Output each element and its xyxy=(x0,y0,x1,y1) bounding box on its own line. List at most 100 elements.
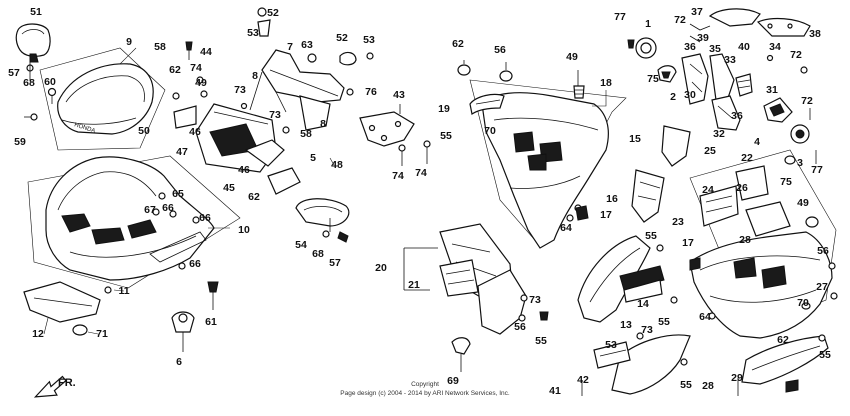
bracket-15-16 xyxy=(575,125,691,223)
part-callout: 56 xyxy=(817,245,829,257)
part-callout: 20 xyxy=(375,262,387,274)
part-callout: 45 xyxy=(223,182,235,194)
part-callout: 75 xyxy=(647,73,659,85)
part-callout: 71 xyxy=(96,328,108,340)
part-callout: 77 xyxy=(614,11,626,23)
part-callout: 67 xyxy=(144,204,156,216)
part-callout: 17 xyxy=(600,209,612,221)
part-callout: 55 xyxy=(819,349,831,361)
part-callout: 21 xyxy=(408,279,420,291)
part-callout: 68 xyxy=(312,248,324,260)
part-callout: 66 xyxy=(199,212,211,224)
part-callout: 56 xyxy=(494,44,506,56)
part-callout: 51 xyxy=(30,6,42,18)
side-piece-20-21 xyxy=(439,223,549,372)
windscreen: HONDA xyxy=(57,63,154,135)
part-callout: 40 xyxy=(738,41,750,53)
part-callout: 69 xyxy=(447,375,459,387)
part-callout: 74 xyxy=(415,167,427,179)
part-callout: 57 xyxy=(8,67,20,79)
windscreen-outline xyxy=(39,47,166,151)
part-callout: 3 xyxy=(797,157,803,169)
part-callout: 14 xyxy=(637,298,649,310)
part-callout: 12 xyxy=(32,328,44,340)
upper-cowl xyxy=(45,156,215,281)
part-callout: 50 xyxy=(138,125,150,137)
part-callout: 74 xyxy=(190,62,202,74)
part-callout: 26 xyxy=(736,182,748,194)
leader-lines xyxy=(43,47,607,335)
part-callout: 56 xyxy=(514,321,526,333)
side-bracket-43 xyxy=(359,104,431,166)
part-callout: 66 xyxy=(162,202,174,214)
part-callout: 18 xyxy=(600,77,612,89)
part-callout: 35 xyxy=(709,43,721,55)
front-direction-arrow: FR. xyxy=(33,375,76,398)
part-callout: 72 xyxy=(790,49,802,61)
part-callout: 53 xyxy=(363,34,375,46)
part-callout: 39 xyxy=(697,32,709,44)
part-callout: 23 xyxy=(672,216,684,228)
right-bolts xyxy=(801,216,838,310)
bracket-20-line xyxy=(403,247,438,291)
part-callout: 1 xyxy=(645,18,651,30)
front-direction-label: FR. xyxy=(58,377,76,389)
part-callout: 52 xyxy=(267,7,279,19)
part-callout: 38 xyxy=(809,28,821,40)
part-callout: 49 xyxy=(566,51,578,63)
part-callout: 19 xyxy=(438,103,450,115)
part-callout: 58 xyxy=(300,128,312,140)
part-callout: 47 xyxy=(176,146,188,158)
under-cowl xyxy=(593,312,829,395)
upper-bracket-cluster xyxy=(627,8,811,105)
part-callout: 24 xyxy=(702,184,714,196)
part-callout: 57 xyxy=(329,257,341,269)
part-callout: 22 xyxy=(741,152,753,164)
part-callout: 54 xyxy=(295,239,307,251)
part-callout: 28 xyxy=(739,234,751,246)
part-callout: 16 xyxy=(606,193,618,205)
duct-19 xyxy=(469,93,505,115)
mirror-gasket-set xyxy=(295,198,350,243)
part-callout: 63 xyxy=(301,39,313,51)
part-callout: 64 xyxy=(699,311,711,323)
part-callout: 70 xyxy=(484,125,496,137)
part-callout: 62 xyxy=(169,64,181,76)
part-callout: 43 xyxy=(393,89,405,101)
part-callout: 59 xyxy=(14,136,26,148)
part-callout: 70 xyxy=(797,297,809,309)
part-callout: 6 xyxy=(176,356,182,368)
part-callout: 49 xyxy=(797,197,809,209)
part-callout: 55 xyxy=(535,335,547,347)
part-callout: 48 xyxy=(331,159,343,171)
part-callout: 53 xyxy=(247,27,259,39)
lower-cowl-right xyxy=(689,165,833,339)
lower-front-panel xyxy=(23,281,101,336)
part-callout: 8 xyxy=(320,118,326,130)
part-callout: 41 xyxy=(549,385,561,397)
part-callout: 42 xyxy=(577,374,589,386)
bolt-61 xyxy=(207,281,219,310)
part-callout: 73 xyxy=(529,294,541,306)
part-callout: 34 xyxy=(769,41,781,53)
part-callout: 13 xyxy=(620,319,632,331)
part-callout: 2 xyxy=(670,91,676,103)
part-callout: 17 xyxy=(682,237,694,249)
meter-panel xyxy=(173,103,301,195)
part-callout: 4 xyxy=(754,136,760,148)
part-callout: 32 xyxy=(713,128,725,140)
part-callout: 30 xyxy=(684,89,696,101)
lower-cowl-left xyxy=(577,235,678,340)
part-callout: 36 xyxy=(684,41,696,53)
part-callout: 77 xyxy=(811,164,823,176)
mirror-assembly xyxy=(15,23,57,104)
part-callout: 55 xyxy=(680,379,692,391)
grommet-62-56 xyxy=(457,60,585,99)
clip-6 xyxy=(171,311,195,352)
part-callout: 52 xyxy=(336,32,348,44)
part-callout: 36 xyxy=(731,110,743,122)
part-callout: 73 xyxy=(234,84,246,96)
part-callout: 55 xyxy=(440,130,452,142)
